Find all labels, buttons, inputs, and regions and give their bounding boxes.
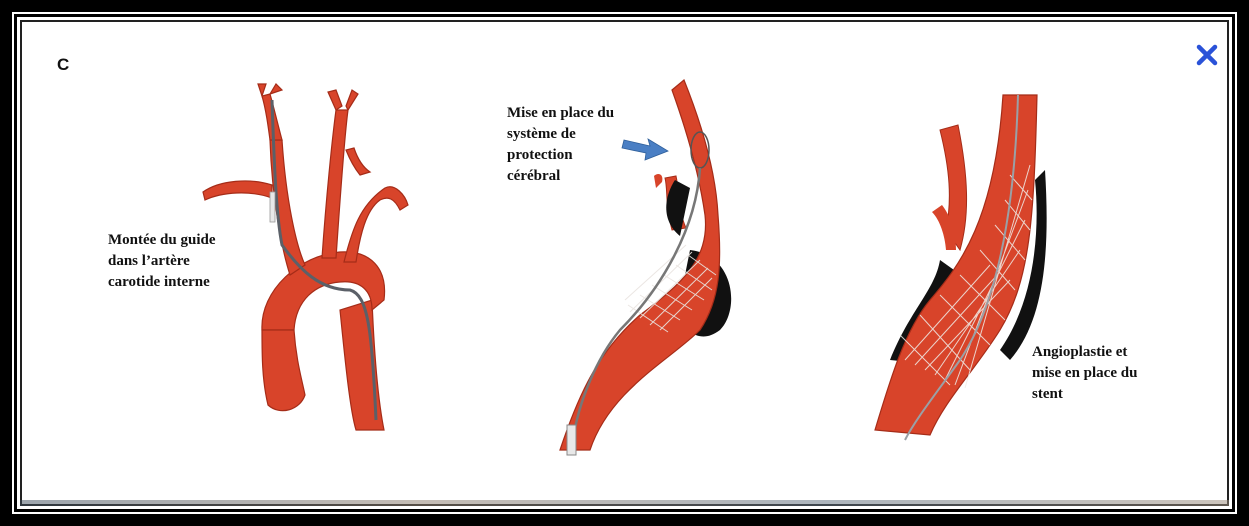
label-stent-angioplasty: Angioplastie et mise en place du stent — [1032, 342, 1137, 405]
aortic-arch-drawing — [203, 84, 408, 430]
bottom-strip — [20, 500, 1229, 506]
label-protection-system: Mise en place du système de protection c… — [507, 103, 614, 187]
stent-drawing — [875, 95, 1047, 440]
arrow-icon — [622, 139, 668, 160]
label-guide-ascent: Montée du guide dans l’artère carotide i… — [108, 230, 216, 293]
catheter-tip — [270, 192, 275, 222]
